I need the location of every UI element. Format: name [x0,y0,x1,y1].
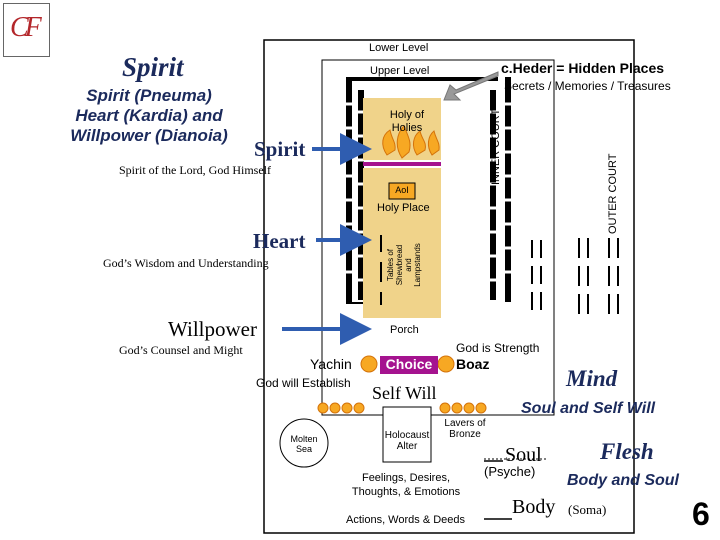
holocaust-line2: Alter [396,441,418,452]
cheder-subtitle: Secrets / Memories / Treasures [504,79,671,93]
spirit-subtitle-line1: Spirit (Pneuma) [86,86,212,105]
molten-sea-line1: Molten [290,434,318,444]
heart-label: Heart [253,229,306,253]
heart-desc: God’s Wisdom and Understanding [103,256,269,270]
pillar-yachin [360,355,378,373]
cheder-arrow [443,71,499,101]
willpower-desc: God’s Counsel and Might [119,343,243,357]
outer-court-label: OUTER COURT [607,153,619,234]
feelings-label: Feelings, Desires, Thoughts, & Emotions [340,471,472,499]
feelings-line1: Feelings, Desires, [361,472,451,484]
logo: CF [3,3,50,57]
boaz-label: Boaz [456,356,490,372]
body-sub: (Soma) [568,502,607,517]
flesh-subtitle: Body and Soul [567,472,679,489]
lavers-line1: Lavers of [444,418,486,429]
courtyard-dots [317,402,487,414]
body-label: Body [512,496,556,518]
molten-sea-label: Molten Sea [280,434,328,454]
holocaust-altar-box [382,406,432,463]
outer-court-outline [263,39,635,534]
soul-label: Soul [505,444,542,466]
flesh-title: Flesh [600,439,654,464]
right-chamber-dividers [490,102,511,282]
shewbread-line4: Lampstands [413,243,422,287]
holy-of-holies-label: Holy of Holies [363,109,451,135]
molten-sea-line2: Sea [295,444,312,454]
shewbread-line1: Tables of [386,248,395,282]
outer-court-rails [531,238,619,314]
holy-place-label: Holy Place [377,202,430,214]
willpower-label: Willpower [168,317,257,341]
lavers-line2: Bronze [449,429,481,440]
logo-mark: CF [10,12,42,43]
god-is-strength: God is Strength [456,341,540,355]
holocaust-line1: Holocaust [384,430,430,441]
holy-flames-icon [382,125,440,159]
actions-label: Actions, Words & Deeds [346,514,466,526]
spirit-subtitle-line3: Willpower (Dianoia) [70,126,228,145]
shewbread-line2: Shewbread [395,244,404,286]
spirit-subtitle-line2: Heart (Kardia) and [75,106,223,125]
holy-of-holies-line1: Holy of [389,109,425,121]
upper-level-bar [350,77,498,81]
shewbread-line3: and [404,258,413,272]
god-will-establish: God will Establish [256,376,351,390]
right-chambers-wall [490,77,511,302]
inner-court-outline [321,59,555,416]
choice-box [380,356,438,374]
lower-level-label: Lower Level [369,42,429,54]
ark-label: AoI [395,185,409,195]
left-chambers-wall [346,77,364,304]
self-will-label: Self Will [372,383,437,403]
soul-sub: (Psyche) [484,464,536,479]
mind-subtitle: Soul and Self Will [521,400,656,417]
holy-of-holies-line2: Holies [391,122,423,134]
upper-level-label: Upper Level [370,65,430,77]
spirit-desc: Spirit of the Lord, God Himself [119,163,271,177]
page-number: 6 [692,496,710,532]
cheder-title: c.Heder = Hidden Places [501,60,665,76]
shewbread-label: Tables of Shewbread and Lampstands [386,230,422,300]
veil [363,162,441,166]
inner-court-label: INNER COURT [490,108,502,185]
lavers-label: Lavers of Bronze [437,418,493,440]
mind-title: Mind [566,366,618,391]
choice-label: Choice [385,356,433,372]
feelings-line2: Thoughts, & Emotions [351,486,461,498]
ark-box [388,182,416,200]
pillar-boaz [437,355,455,373]
porch-label: Porch [390,324,419,336]
spirit-title: Spirit [122,52,184,82]
spirit-label: Spirit [254,137,306,161]
spirit-subtitle: Spirit (Pneuma) Heart (Kardia) and Willp… [58,86,240,146]
molten-sea-circle [279,418,329,468]
yachin-label: Yachin [310,356,352,372]
holocaust-label: Holocaust Alter [383,430,431,452]
